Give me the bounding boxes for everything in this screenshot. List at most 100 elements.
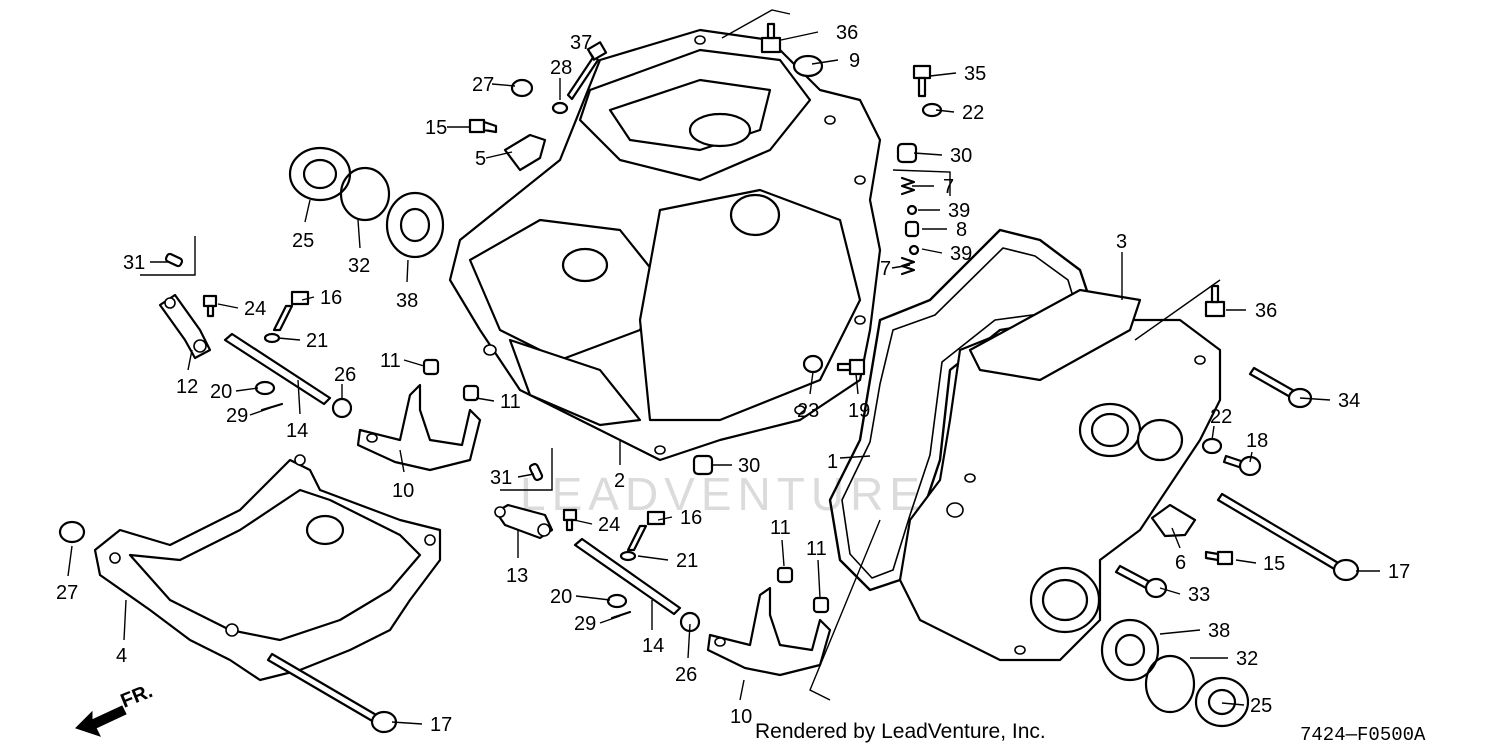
callout-leader-c20a	[235, 387, 259, 392]
callout-label-c37: 37	[570, 32, 592, 54]
callout-label-c38a: 38	[396, 290, 418, 312]
callout-label-c11b: 11	[500, 391, 521, 413]
callout-label-c31b: 31	[490, 467, 512, 489]
callout-label-c2: 2	[614, 470, 625, 492]
callout-leader-c5	[485, 151, 513, 159]
callout-label-c3: 3	[1116, 231, 1127, 253]
callout-label-c11c: 11	[770, 517, 791, 539]
hardware	[58, 22, 1360, 734]
callout-leader-c11d	[817, 559, 821, 599]
callout-label-c20a: 20	[210, 381, 232, 403]
front-direction-indicator: FR.	[75, 680, 156, 737]
credit-text: Rendered by LeadVenture, Inc.	[755, 720, 1046, 743]
callout-label-c24b: 24	[598, 514, 620, 536]
shift-arm-lower	[494, 503, 682, 616]
callout-label-c11a: 11	[380, 350, 401, 372]
callout-label-c1: 1	[827, 451, 838, 473]
crankcase-right	[898, 288, 1222, 662]
callout-label-c30b: 30	[738, 455, 760, 477]
callout-leader-c24a	[217, 303, 239, 309]
left-seal-bearing-set	[288, 146, 445, 259]
callout-leader-c39b	[921, 248, 943, 254]
callout-leader-c16a	[301, 296, 315, 301]
callout-leader-c24b	[573, 519, 593, 525]
group-brackets	[140, 9, 1221, 701]
callout-leader-c25a	[304, 199, 311, 223]
callout-label-c27a: 27	[472, 74, 494, 96]
callout-label-c12: 12	[176, 376, 198, 398]
callout-label-c9: 9	[849, 50, 860, 72]
callout-label-c39a: 39	[948, 200, 970, 222]
callout-label-c10a: 10	[392, 480, 414, 502]
callout-leader-c20b	[575, 595, 611, 601]
callout-label-c17b: 17	[430, 714, 452, 736]
callout-leader-c10a	[399, 449, 405, 473]
callout-leader-c14a	[297, 379, 301, 415]
callout-label-c15a: 15	[425, 117, 447, 139]
front-direction-label: FR.	[118, 680, 156, 712]
callout-leader-c6	[1171, 527, 1181, 549]
callout-leader-c33	[1159, 587, 1181, 595]
callout-leader-c11b	[475, 397, 495, 402]
skid-plate	[93, 454, 442, 682]
callout-leader-c27a	[491, 83, 516, 87]
callout-leader-c21b	[637, 555, 669, 561]
callout-label-c16a: 16	[320, 287, 342, 309]
callout-label-c31a: 31	[123, 252, 145, 274]
callout-label-c27b: 27	[56, 582, 78, 604]
callout-label-c35: 35	[964, 63, 986, 85]
callout-leader-c1	[839, 455, 871, 459]
callout-label-c39b: 39	[950, 243, 972, 265]
callout-label-c11d: 11	[806, 538, 827, 560]
callout-label-c22b: 22	[1210, 406, 1232, 428]
front-arrow-icon	[75, 705, 127, 737]
callout-leader-c10b	[739, 679, 745, 701]
callout-leader-c35	[929, 72, 957, 77]
callout-label-c29a: 29	[226, 405, 248, 427]
callout-leader-c12	[187, 349, 193, 371]
callout-leader-c21a	[277, 337, 301, 341]
callout-label-c16b: 16	[680, 507, 702, 529]
callout-label-c28: 28	[550, 57, 572, 79]
callout-leader-c19	[855, 373, 859, 395]
callout-label-c20b: 20	[550, 586, 572, 608]
diagram-code: 7424—F0500A	[1300, 724, 1426, 746]
callout-label-c36b: 36	[1255, 300, 1277, 322]
callout-label-c4: 4	[116, 645, 127, 667]
callout-leader-c17b	[391, 721, 423, 725]
callout-label-c23: 23	[797, 400, 819, 422]
callout-label-c29b: 29	[574, 613, 596, 635]
callout-label-c5: 5	[475, 148, 486, 170]
callout-leader-c11a	[403, 359, 425, 367]
callout-leader-c31b	[517, 473, 535, 478]
callout-leader-c16b	[657, 516, 673, 521]
callout-leader-c18	[1249, 451, 1253, 463]
callout-label-c18: 18	[1246, 430, 1268, 452]
shift-fork-lower	[706, 586, 832, 677]
shift-fork-upper	[356, 383, 482, 472]
callout-label-c10b: 10	[730, 706, 752, 728]
callout-leader-c29b	[599, 615, 621, 624]
callout-leader-c32a	[357, 219, 361, 249]
callout-label-c6: 6	[1175, 552, 1186, 574]
callout-label-c26b: 26	[675, 664, 697, 686]
watermark-text: LEADVENTURE	[520, 468, 926, 520]
callout-leader-c26b	[687, 623, 691, 659]
callout-leader-c34	[1299, 397, 1331, 401]
callout-label-c24a: 24	[244, 298, 266, 320]
right-seal-bearing-set	[1100, 618, 1250, 728]
callout-label-c30a: 30	[950, 145, 972, 167]
callout-label-c32a: 32	[348, 255, 370, 277]
callout-leader-c27b	[67, 545, 73, 577]
callout-label-c14a: 14	[286, 420, 308, 442]
callout-label-c38b: 38	[1208, 620, 1230, 642]
callout-leader-c38b	[1159, 629, 1201, 635]
shift-arm-upper	[158, 293, 332, 406]
callout-leader-c11c	[781, 539, 785, 567]
callout-label-c26a: 26	[334, 364, 356, 386]
callout-leader-c30a	[913, 152, 943, 156]
callout-label-c19: 19	[848, 400, 870, 422]
callout-label-c15b: 15	[1263, 553, 1285, 575]
